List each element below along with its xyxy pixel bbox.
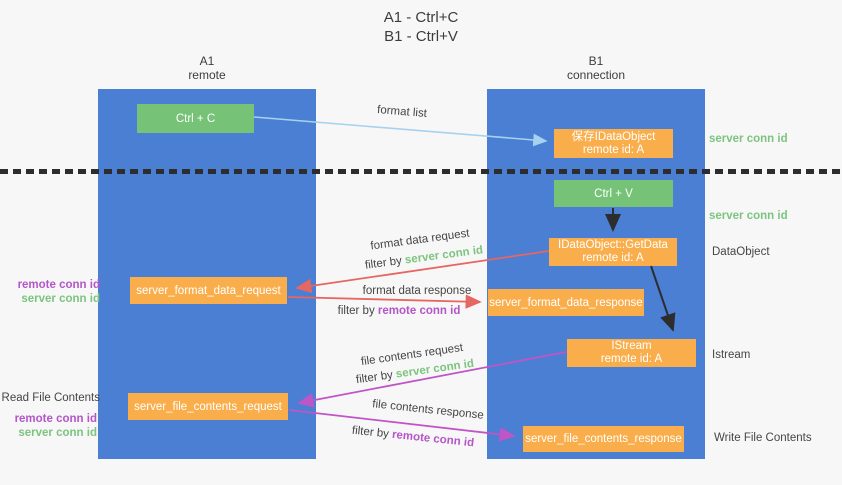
filter-by-text: filter by	[337, 305, 375, 317]
server-conn-id-text: server conn id	[18, 427, 97, 439]
label-filter-by-remote-conn-id-2: filter by remote conn id	[351, 425, 474, 450]
server-conn-id-text: server conn id	[404, 244, 484, 267]
label-file-contents-response: file contents response	[371, 398, 485, 422]
column-b1-subtitle: connection	[566, 68, 626, 82]
server-conn-id-text: server conn id	[21, 293, 100, 305]
node-server-file-contents-response: server_file_contents_response	[523, 426, 684, 452]
node-save-idataobject: 保存IDataObject remote id: A	[554, 129, 673, 158]
label-server-conn-id-right-top: server conn id	[709, 133, 788, 145]
node-server-format-data-response: server_format_data_response	[488, 289, 644, 316]
label-conn-ids-left-top: remote conn id server conn id	[18, 278, 100, 306]
remote-conn-id-text: remote conn id	[17, 279, 100, 291]
remote-conn-id-text: remote conn id	[377, 305, 461, 317]
filter-by-text: filter by	[364, 254, 403, 272]
remote-conn-id-text: remote conn id	[14, 413, 97, 425]
label-server-conn-id-right-mid: server conn id	[709, 210, 788, 222]
phase-separator-dotted-line	[0, 169, 842, 174]
node-istream-line1: IStream	[611, 340, 652, 352]
column-b1-name: B1	[588, 54, 604, 68]
label-format-list: format list	[376, 104, 428, 120]
node-server-file-contents-request: server_file_contents_request	[128, 393, 288, 420]
node-server-format-data-request: server_format_data_request	[130, 277, 287, 304]
filter-by-text: filter by	[355, 369, 394, 387]
filter-by-text: filter by	[351, 424, 390, 441]
node-istream-line2: remote id: A	[600, 353, 663, 365]
node-save-idataobject-line2: remote id: A	[582, 143, 645, 156]
label-conn-ids-left-bottom: remote conn id server conn id	[15, 412, 97, 440]
node-istream: IStream remote id: A	[567, 339, 696, 367]
node-ctrl-c: Ctrl + C	[137, 104, 254, 133]
node-getdata-line1: IDataObject::GetData	[558, 239, 668, 251]
column-header-a1: A1 remote	[98, 54, 316, 82]
label-filter-by-remote-conn-id-1: filter by remote conn id	[338, 305, 461, 317]
diagram-title: A1 - Ctrl+C B1 - Ctrl+V	[0, 8, 842, 46]
node-idataobject-getdata: IDataObject::GetData remote id: A	[549, 238, 677, 266]
label-dataobject: DataObject	[712, 246, 770, 258]
label-write-file-contents: Write File Contents	[714, 432, 812, 444]
title-line-a1: A1 - Ctrl+C	[383, 9, 459, 26]
column-header-b1: B1 connection	[487, 54, 705, 82]
node-getdata-line2: remote id: A	[582, 252, 644, 264]
title-line-b1: B1 - Ctrl+V	[384, 28, 458, 45]
column-a1-subtitle: remote	[188, 68, 226, 82]
label-read-file-contents: Read File Contents	[1, 392, 100, 404]
remote-conn-id-text: remote conn id	[391, 428, 475, 450]
label-format-data-response: format data response	[362, 285, 472, 297]
column-a1-name: A1	[199, 54, 215, 68]
node-ctrl-v: Ctrl + V	[554, 180, 673, 207]
node-save-idataobject-line1: 保存IDataObject	[571, 130, 656, 143]
arrow-format-data-response	[287, 294, 482, 309]
label-istream: Istream	[712, 349, 751, 361]
